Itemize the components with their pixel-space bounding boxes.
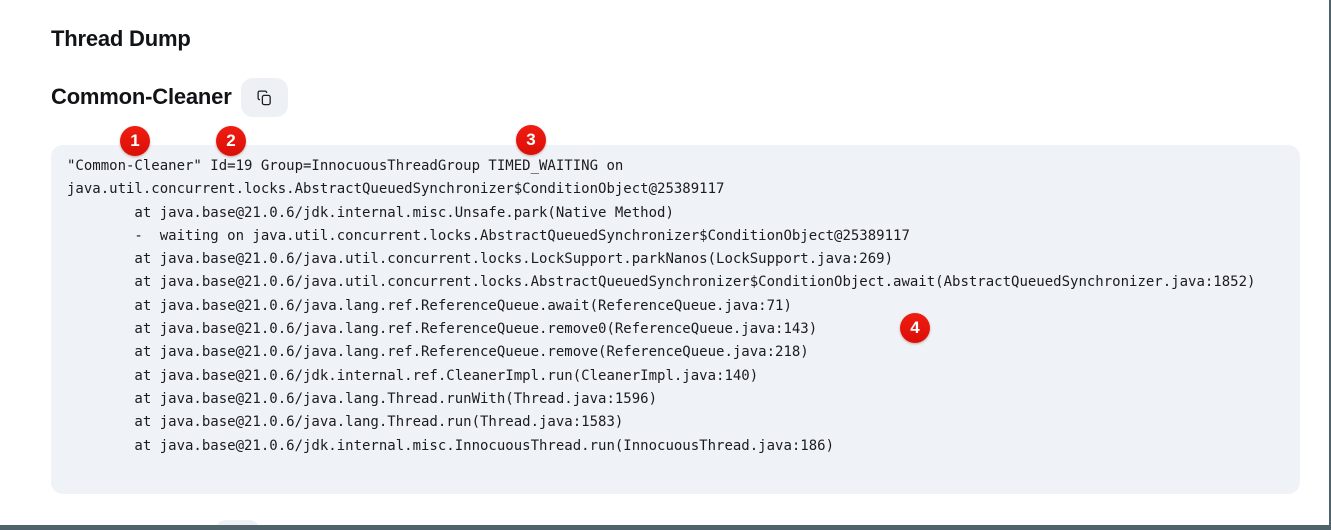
stack-trace-line: at java.base@21.0.6/java.lang.ref.Refere…: [67, 297, 792, 314]
annotation-callout-3: 3: [516, 125, 546, 155]
stack-trace-line: at java.base@21.0.6/java.util.concurrent…: [67, 274, 1256, 291]
stack-trace-line: at java.base@21.0.6/java.lang.Thread.run…: [67, 414, 624, 431]
stack-trace-line: - waiting on java.util.concurrent.locks.…: [67, 227, 910, 244]
page-title: Thread Dump: [51, 26, 191, 51]
annotation-callout-1: 1: [120, 126, 150, 156]
copy-button[interactable]: [240, 77, 288, 117]
annotation-callout-label: 4: [910, 318, 920, 337]
stack-trace-line: "Common-Cleaner" Id=19 Group=InnocuousTh…: [67, 158, 624, 174]
window-edge-bottom: [0, 525, 1331, 530]
annotation-callout-4: 4: [900, 313, 930, 343]
thread-section-heading: Common-Cleaner: [51, 84, 232, 109]
annotation-callout-label: 2: [226, 131, 236, 150]
stack-trace-line: java.util.concurrent.locks.AbstractQueue…: [67, 181, 725, 198]
annotation-callout-label: 1: [130, 131, 140, 150]
stack-trace-line: at java.base@21.0.6/java.lang.ref.Refere…: [67, 321, 818, 338]
copy-icon: [256, 89, 273, 106]
thread-dump-code-block: "Common-Cleaner" Id=19 Group=InnocuousTh…: [51, 145, 1300, 494]
stack-trace-line: at java.base@21.0.6/jdk.internal.misc.Un…: [67, 204, 674, 221]
stack-trace-line: at java.base@21.0.6/jdk.internal.ref.Cle…: [67, 367, 759, 384]
stack-trace-line: at java.base@21.0.6/java.util.concurrent…: [67, 251, 894, 268]
section-heading-row: Common-Cleaner: [51, 77, 288, 117]
stack-trace-line: at java.base@21.0.6/java.lang.ref.Refere…: [67, 344, 809, 361]
stack-trace-line: at java.base@21.0.6/jdk.internal.misc.In…: [67, 437, 835, 454]
annotation-callout-2: 2: [216, 126, 246, 156]
annotation-callout-label: 3: [526, 130, 536, 149]
stack-trace-line: at java.base@21.0.6/java.lang.Thread.run…: [67, 390, 658, 407]
window-edge-right: [1329, 0, 1331, 530]
